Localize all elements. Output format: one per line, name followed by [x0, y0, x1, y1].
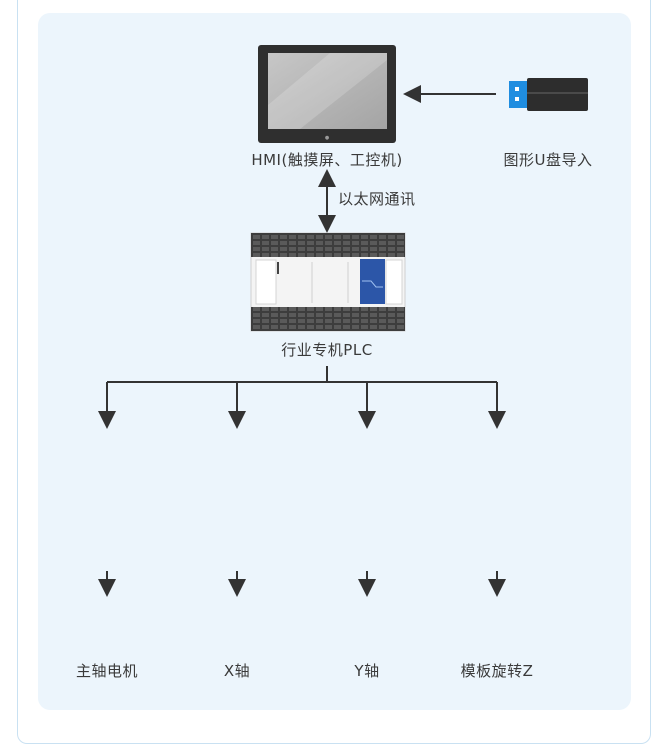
motor-label-x: X轴: [223, 662, 251, 680]
plc-controller-icon: [250, 232, 406, 332]
hmi-label: HMI(触摸屏、工控机): [251, 151, 403, 169]
plc-label: 行业专机PLC: [281, 341, 373, 359]
svg-text:●: ●: [325, 135, 330, 141]
plc-to-drive-connectors: [98, 366, 506, 429]
usb-label: 图形U盘导入: [503, 151, 593, 169]
motor-label-spindle: 主轴电机: [75, 662, 139, 680]
touchscreen-icon: ●: [258, 45, 396, 143]
drive-to-motor-arrows: [98, 571, 506, 597]
usb-drive-icon: [509, 78, 588, 111]
motor-label-y: Y轴: [354, 662, 380, 680]
motor-label-z: 模板旋转Z: [460, 662, 534, 680]
ethernet-link-label: 以太网通讯: [338, 190, 416, 208]
